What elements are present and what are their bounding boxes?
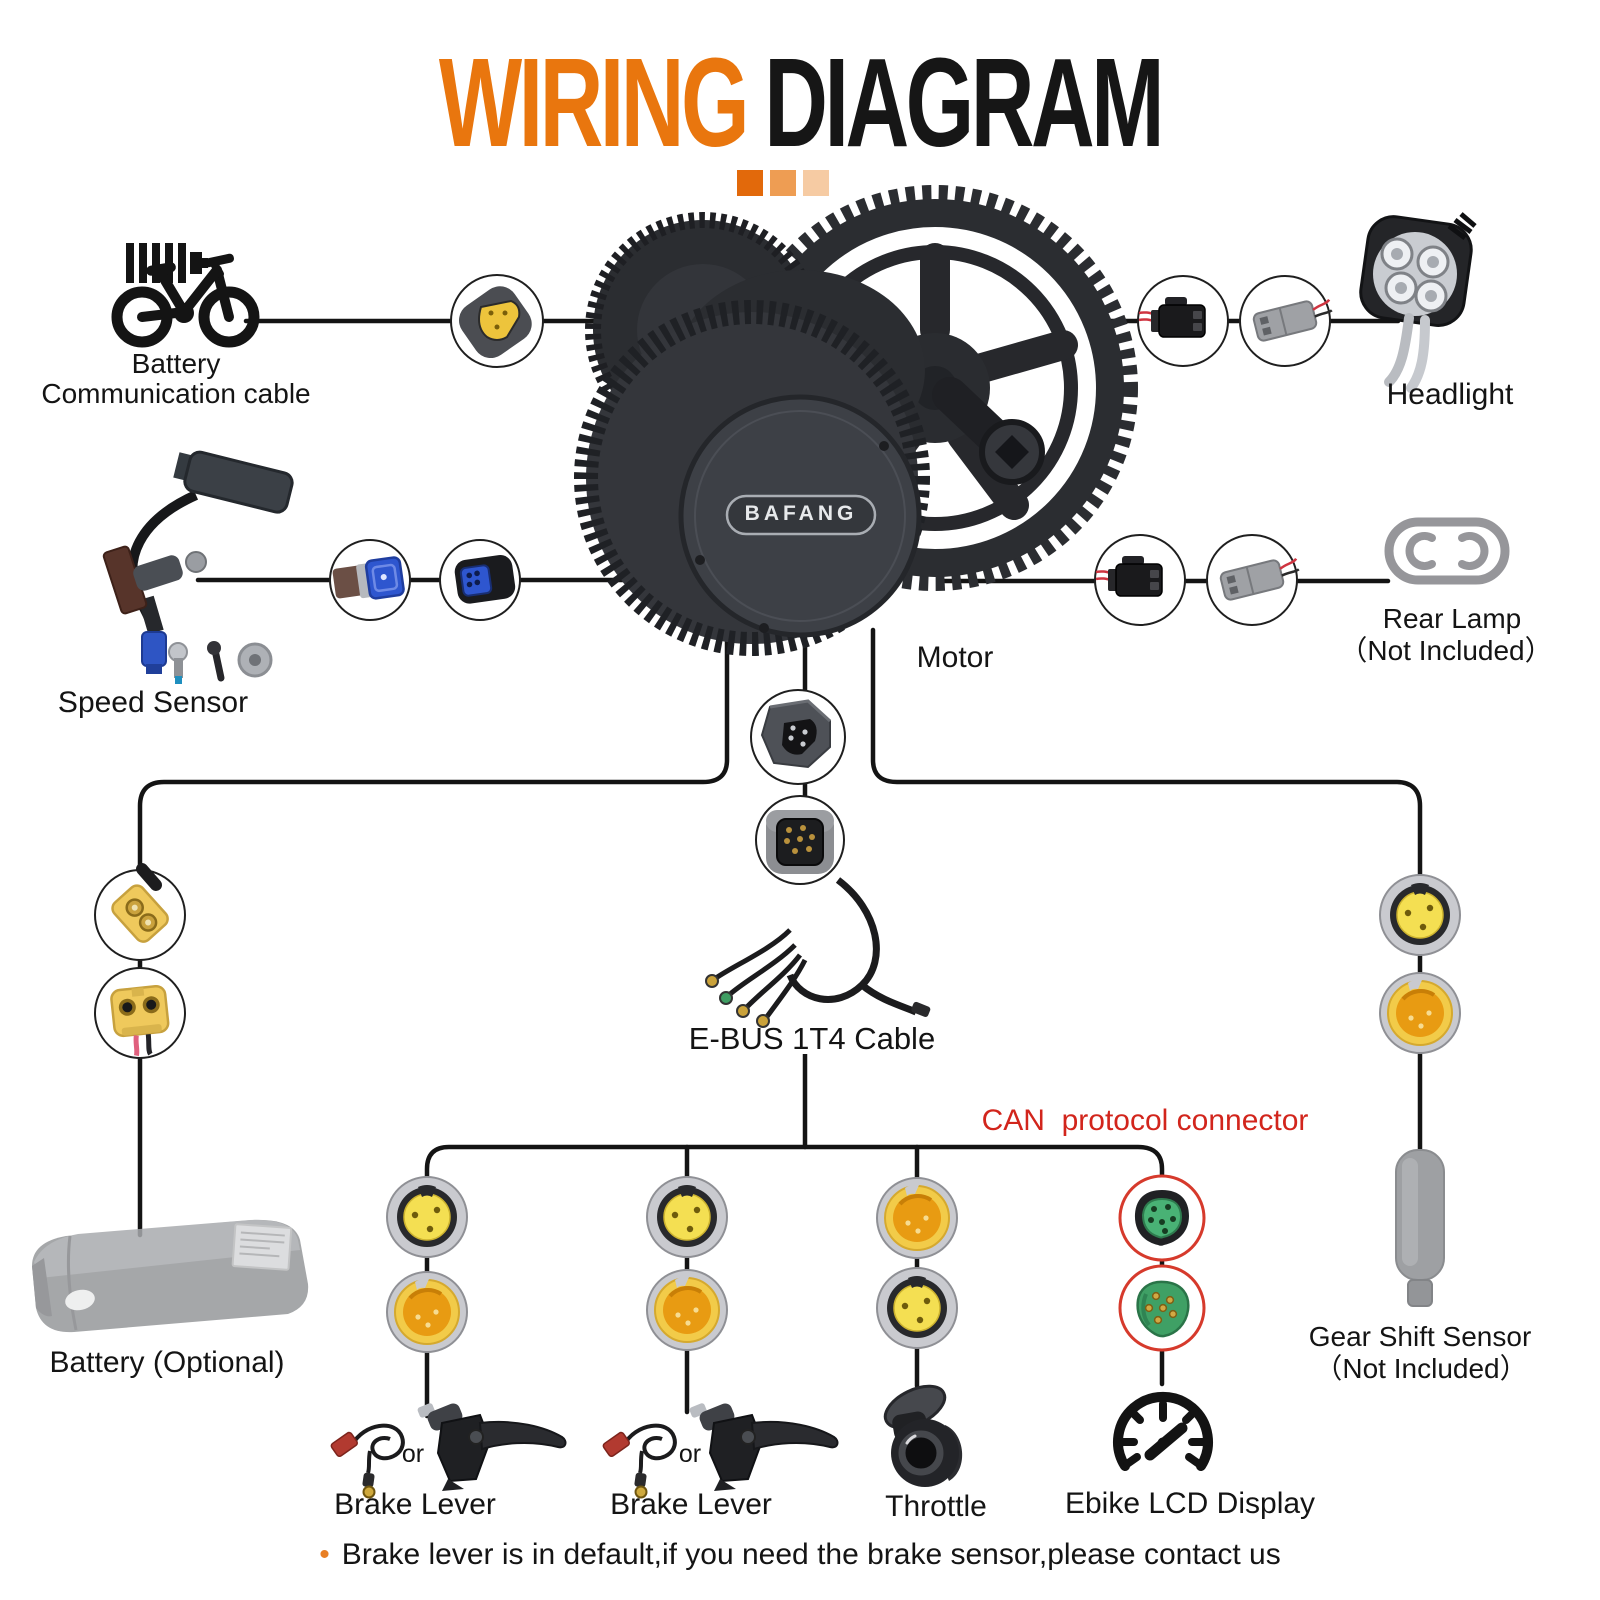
- motor-label: Motor: [916, 641, 994, 674]
- throttle-label: Throttle: [885, 1490, 987, 1523]
- speed-sensor-icon: [102, 450, 294, 684]
- gear-shift-label-line2: （Not Included）: [1314, 1353, 1528, 1384]
- connector-main-4pin-icon: [750, 689, 846, 785]
- wire-motor-to-battery: [137, 627, 730, 1238]
- lcd-display-gauge-icon: [1113, 1391, 1213, 1471]
- connector-yellow-3pin-female-icon: [876, 1267, 958, 1349]
- connector-3pin-triangle-icon: [450, 274, 544, 368]
- bafang-brand-label: BAFANG: [744, 502, 858, 525]
- title-decor-squares: [737, 170, 829, 196]
- connector-blue-male-icon: [329, 539, 411, 621]
- decor-square-3: [803, 170, 829, 196]
- wire-bus: [424, 1144, 1165, 1419]
- headlight-icon: [1359, 212, 1477, 393]
- connector-7pin-square-icon: [755, 795, 845, 885]
- decor-square-1: [737, 170, 763, 196]
- connector-gray-2pin-icon: [1206, 534, 1304, 626]
- title-word-diagram: DIAGRAM: [764, 32, 1164, 173]
- rear-lamp-label-line1: Rear Lamp: [1382, 603, 1522, 634]
- connector-xt60-male-icon: [94, 863, 186, 961]
- battery-comm-label-line1: Battery: [131, 348, 221, 379]
- connector-blue-female-icon: [439, 539, 521, 621]
- connector-black-2pin-icon: [1137, 275, 1229, 367]
- connector-black-2pin-icon: [1094, 534, 1186, 626]
- rear-lamp-label-line2: （Not Included）: [1339, 635, 1553, 666]
- connector-callouts: [94, 274, 1462, 1354]
- brake-unit-1: [328, 1399, 568, 1500]
- lcd-display-label: Ebike LCD Display: [1064, 1487, 1316, 1520]
- connector-can-green-male-icon: [1118, 1264, 1206, 1352]
- rear-lamp-icon: [1384, 517, 1510, 585]
- connector-orange-3pin-male-icon: [645, 1268, 729, 1352]
- wire-motor-to-gearshift: [870, 627, 1423, 1163]
- ebus-cable-label: E-BUS 1T4 Cable: [688, 1021, 936, 1056]
- brake-or-label-1: or: [401, 1440, 425, 1468]
- speed-sensor-label: Speed Sensor: [57, 686, 249, 719]
- connector-orange-3pin-male-icon: [875, 1176, 959, 1260]
- connector-orange-3pin-male-icon: [385, 1270, 469, 1354]
- title-word-wiring: WIRING: [438, 32, 750, 173]
- connector-yellow-3pin-female-icon: [646, 1176, 728, 1258]
- connector-can-green-female-icon: [1118, 1174, 1206, 1262]
- connector-yellow-3pin-female-icon: [1379, 874, 1461, 956]
- motor-illustration: [574, 185, 1138, 656]
- footnote-bullet: •: [319, 1538, 330, 1571]
- footnote: • Brake lever is in default,if you need …: [319, 1538, 1280, 1572]
- brake-unit-2: [600, 1399, 840, 1500]
- battery-optional-label: Battery (Optional): [49, 1346, 285, 1379]
- brake-lever-label-2: Brake Lever: [610, 1488, 772, 1521]
- battery-optional-icon: [32, 1219, 309, 1333]
- gear-shift-label-line1: Gear Shift Sensor: [1308, 1321, 1532, 1352]
- connector-yellow-3pin-female-icon: [386, 1176, 468, 1258]
- headlight-label: Headlight: [1386, 378, 1514, 411]
- throttle-icon: [883, 1384, 963, 1487]
- decor-square-2: [770, 170, 796, 196]
- connector-orange-3pin-male-icon: [1378, 971, 1462, 1055]
- connector-gray-2pin-icon: [1239, 275, 1337, 367]
- brake-lever-label-1: Brake Lever: [334, 1488, 496, 1521]
- battery-comm-label-line2: Communication cable: [41, 378, 311, 409]
- battery-communication-icon: [111, 243, 260, 348]
- footnote-text: Brake lever is in default,if you need th…: [341, 1538, 1281, 1571]
- brake-or-label-2: or: [678, 1440, 702, 1468]
- can-protocol-label: CAN protocol connector: [981, 1104, 1309, 1137]
- connector-xt60-female-icon: [94, 967, 186, 1059]
- gear-shift-sensor-icon: [1395, 1149, 1445, 1307]
- ebus-1t4-cable-icon: [688, 876, 938, 1054]
